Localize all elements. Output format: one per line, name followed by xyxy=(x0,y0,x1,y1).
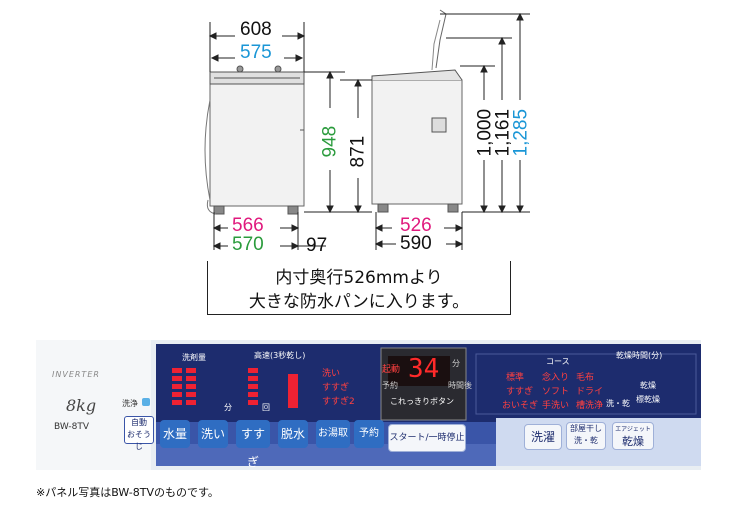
wash-dry-label: 洗・乾 xyxy=(606,399,630,408)
dry-button-label: 乾燥 xyxy=(622,435,644,448)
senjou-led-icon xyxy=(142,398,150,406)
water-level-leds xyxy=(186,368,196,408)
course-title: コース xyxy=(546,357,570,366)
side-dimension-lines xyxy=(340,12,530,250)
model-label: BW-8TV xyxy=(54,422,90,432)
laundry-button[interactable]: 洗濯 xyxy=(524,424,562,450)
room-dry-sub: 洗・乾 xyxy=(574,436,598,445)
panel-background xyxy=(36,340,701,470)
dim-566: 566 xyxy=(232,215,264,236)
note-box: 内寸奥行526mmより 大きな防水パンに入ります。 xyxy=(207,261,511,315)
eco-label: エアジェット xyxy=(615,426,651,433)
dim-526: 526 xyxy=(400,215,432,236)
dim-1285: 1,285 xyxy=(510,108,532,157)
dimension-drawings xyxy=(204,9,530,250)
dim-570: 570 xyxy=(232,234,264,255)
note-line-1: 内寸奥行526mmより xyxy=(275,268,443,288)
capacity-label: 8kg xyxy=(66,396,97,415)
yoyaku-label: 予約 xyxy=(382,381,398,390)
control-panel: INVERTER 8kg BW-8TV 洗浄 自動 おそうじ 洗剤量 分 回 高… xyxy=(36,340,701,470)
wash-button[interactable]: 洗い xyxy=(198,420,228,448)
course-handwash: 手洗い xyxy=(542,401,570,411)
front-dimension-lines xyxy=(208,22,345,250)
reserve-button[interactable]: 予約 xyxy=(354,420,384,448)
bath-water-button[interactable]: お湯取 xyxy=(316,420,350,448)
footnote: ※パネル写真はBW-8TVのものです。 xyxy=(36,486,219,499)
option-wash: 洗い xyxy=(322,369,341,379)
kidou-label: 起動 xyxy=(382,365,401,375)
times-mark: 回 xyxy=(262,403,270,412)
course-moufu: 毛布 xyxy=(576,373,595,383)
display-unit-min: 分 xyxy=(452,359,460,368)
dry-button[interactable]: エアジェット 乾燥 xyxy=(612,422,654,450)
dry-label-2: 標乾燥 xyxy=(636,395,660,404)
side-view-washer xyxy=(371,9,463,213)
option-rinse: すすぎ xyxy=(322,383,350,393)
spin-leds xyxy=(288,374,298,408)
display-unit-after: 時間後 xyxy=(448,381,472,390)
course-soft: ソフト xyxy=(542,387,570,397)
spin-button[interactable]: 脱水 xyxy=(278,420,308,448)
note-line-2: 大きな防水パンに入ります。 xyxy=(248,292,470,312)
dim-871: 871 xyxy=(347,135,369,168)
course-dry: ドライ xyxy=(576,387,604,397)
dry-time-label: 乾燥時間(分) xyxy=(616,351,663,360)
course-standard: 標準 xyxy=(506,373,525,383)
dim-97: 97 xyxy=(306,235,328,256)
brand-label: INVERTER xyxy=(52,370,100,379)
display-value: 34 xyxy=(408,354,440,384)
dim-575: 575 xyxy=(240,42,272,63)
start-pause-button[interactable]: スタート/一時停止 xyxy=(388,424,466,452)
water-level-button[interactable]: 水量 xyxy=(160,420,190,448)
course-susugi: すすぎ xyxy=(506,387,534,397)
rinse-label: 高速(3秒乾し) xyxy=(254,351,306,360)
course-quick: おいそぎ xyxy=(502,401,539,411)
auto-clean-label-2: おそうじ xyxy=(127,430,151,451)
dry-label-1: 乾燥 xyxy=(640,381,656,390)
detergent-leds xyxy=(172,368,182,408)
room-dry-label: 部屋干し xyxy=(570,424,602,433)
front-view-washer xyxy=(204,65,305,215)
start-caption: これっきりボタン xyxy=(390,397,454,406)
dim-948: 948 xyxy=(319,125,341,158)
auto-clean-label-1: 自動 xyxy=(131,418,147,427)
dim-590: 590 xyxy=(400,233,432,254)
bar-mark: 分 xyxy=(224,403,232,412)
senjou-label: 洗浄 xyxy=(122,399,138,408)
course-nenairi: 念入り xyxy=(542,373,570,383)
room-dry-button[interactable]: 部屋干し 洗・乾 xyxy=(566,422,606,450)
auto-clean-button[interactable]: 自動 おそうじ xyxy=(124,416,154,451)
detergent-label: 洗剤量 xyxy=(182,353,206,362)
rinse-button[interactable]: すすぎ xyxy=(236,420,270,469)
course-tub-clean: 槽洗浄 xyxy=(576,401,604,411)
option-rinse2: すすぎ2 xyxy=(322,397,355,407)
wash-time-leds xyxy=(248,368,258,408)
dim-608: 608 xyxy=(240,19,272,40)
